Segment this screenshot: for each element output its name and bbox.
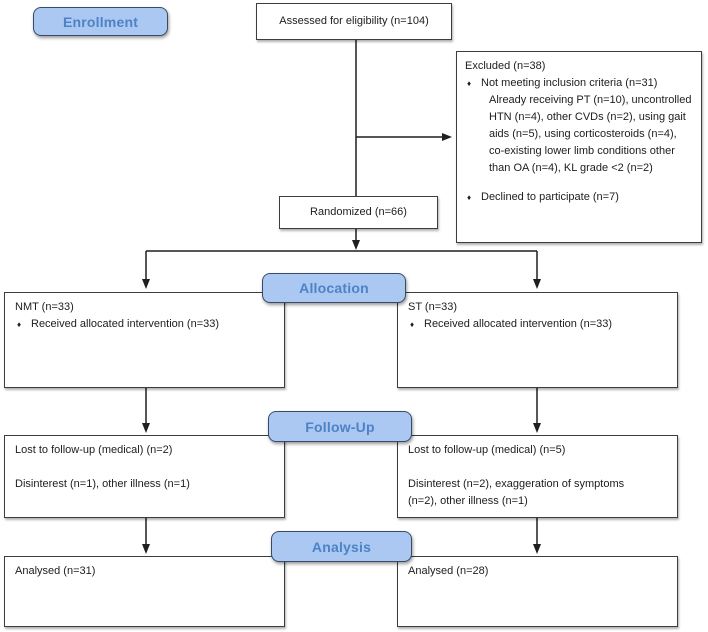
st-item-text: Received allocated intervention (n=33) [424, 318, 613, 330]
diamond-bullet-icon: ♦ [17, 320, 22, 329]
nmt-analysis-box: Analysed (n=31) [4, 556, 285, 627]
st-followup-line2: Disinterest (n=2), exaggeration of sympt… [408, 478, 625, 507]
allocation-badge: Allocation [262, 273, 406, 303]
excluded-item-1-text: Not meeting inclusion criteria (n=31) [481, 77, 658, 89]
analysis-badge: Analysis [271, 531, 412, 562]
nmt-item: ♦ Received allocated intervention (n=33) [15, 316, 274, 333]
nmt-allocation-box: NMT (n=33) ♦ Received allocated interven… [4, 292, 285, 388]
diamond-bullet-icon: ♦ [467, 79, 472, 88]
assessed-box: Assessed for eligibility (n=104) [256, 3, 452, 40]
followup-badge: Follow-Up [268, 411, 412, 442]
excluded-title: Excluded (n=38) [465, 60, 546, 72]
diamond-bullet-icon: ♦ [410, 320, 415, 329]
excluded-box: Excluded (n=38) ♦ Not meeting inclusion … [456, 51, 702, 243]
nmt-followup-line1: Lost to follow-up (medical) (n=2) [15, 444, 173, 456]
st-followup-line1: Lost to follow-up (medical) (n=5) [408, 444, 566, 456]
nmt-analysed-text: Analysed (n=31) [15, 565, 96, 577]
excluded-item-2: ♦ Declined to participate (n=7) [465, 189, 693, 206]
nmt-title: NMT (n=33) [15, 301, 74, 313]
excluded-item-2-text: Declined to participate (n=7) [481, 191, 619, 203]
excluded-item-1: ♦ Not meeting inclusion criteria (n=31) [465, 75, 693, 92]
randomized-box: Randomized (n=66) [279, 196, 438, 229]
st-analysed-text: Analysed (n=28) [408, 565, 489, 577]
excluded-item-1-details: Already receiving PT (n=10), uncontrolle… [489, 94, 692, 174]
nmt-followup-line2: Disinterest (n=1), other illness (n=1) [15, 478, 190, 490]
randomized-text: Randomized (n=66) [310, 206, 407, 218]
st-analysis-box: Analysed (n=28) [397, 556, 678, 627]
st-item: ♦ Received allocated intervention (n=33) [408, 316, 667, 333]
st-followup-box: Lost to follow-up (medical) (n=5) Disint… [397, 435, 678, 518]
diamond-bullet-icon: ♦ [467, 193, 472, 202]
st-title: ST (n=33) [408, 301, 458, 313]
nmt-followup-box: Lost to follow-up (medical) (n=2) Disint… [4, 435, 285, 518]
assessed-text: Assessed for eligibility (n=104) [279, 15, 429, 27]
nmt-item-text: Received allocated intervention (n=33) [31, 318, 220, 330]
enrollment-badge: Enrollment [33, 7, 168, 36]
st-allocation-box: ST (n=33) ♦ Received allocated intervent… [397, 292, 678, 388]
